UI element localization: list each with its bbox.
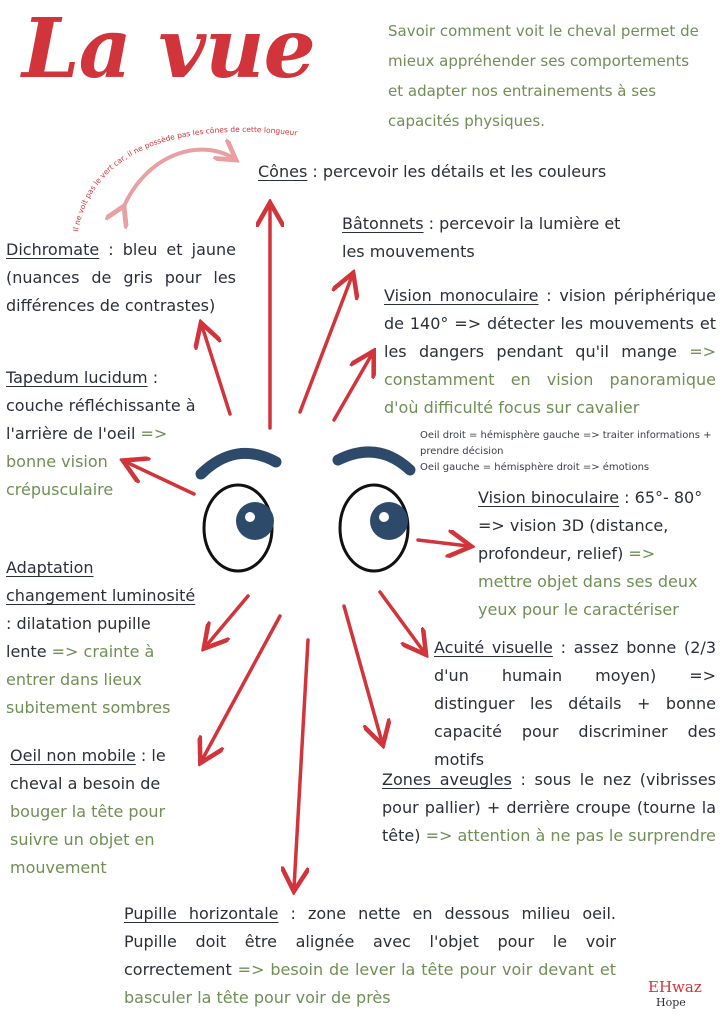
intro-text: Savoir comment voit le cheval permet de … [388,22,699,130]
batonnets-heading: Bâtonnets [342,214,424,233]
monoculaire-block: Vision monoculaire : vision périphérique… [384,282,716,422]
arrow-oeil [202,614,282,760]
dichromate-text: : bleu et jaune (nuances de gris pour le… [6,240,236,315]
tapedum-block: Tapedum lucidum : couche réfléchissante … [6,364,206,504]
pupille-block: Pupille horizontale : zone nette en dess… [124,900,616,1012]
ehwaz-hope-logo: EHwaz Hope [648,978,716,1018]
hemisphere-note-left-eye: Oeil gauche = hémisphère droit => émotio… [420,462,650,473]
binoculaire-heading: Vision binoculaire [478,488,620,507]
binoculaire-consequence: => mettre objet dans ses deux yeux pour … [478,544,698,619]
arrow-dichromate [202,326,232,416]
pink-double-arrow [124,150,236,206]
left-iris [236,502,274,540]
zones-heading: Zones aveugles [382,770,512,789]
adaptation-text: : dilatation pupille lente [6,614,151,661]
curved-note-text: Il ne voit pas le vert car, il ne possèd… [0,0,300,232]
pupille-text: : zone nette en dessous milieu oeil. Pup… [124,904,616,979]
hemisphere-notes: Oeil droit = hémisphère gauche => traite… [420,428,720,476]
tapedum-consequence: => bonne vision crépusculaire [6,424,168,499]
arrow-tapedum [126,462,196,496]
right-iris [370,502,408,540]
right-eye-highlight [379,512,389,522]
cones-block: Cônes : percevoir les détails et les cou… [258,158,638,186]
page-title: La vue [22,1,316,97]
arrow-batonnets [298,276,352,414]
zones-consequence: => attention à ne pas le surprendre [425,826,716,845]
arrow-adaptation [206,594,250,646]
dichromate-heading: Dichromate [6,240,100,259]
acuite-heading: Acuité visuelle [434,638,553,657]
acuite-text: : assez bonne (2/3 d'un humain moyen) =>… [434,638,717,769]
binoculaire-text: : 65°- 80° => vision 3D (distance, profo… [478,488,703,563]
batonnets-text: : percevoir la lumière et les mouvements [342,214,621,261]
pupille-consequence: => besoin de lever la tête pour voir dev… [124,960,617,1007]
curved-note: Il ne voit pas le vert car, il ne possèd… [0,0,300,232]
adaptation-consequence: => crainte à entrer dans lieux subitemen… [6,642,171,717]
arrow-zones [342,604,382,742]
cones-heading: Cônes [258,162,308,181]
arrow-monoculaire [332,354,372,422]
monoculaire-consequence: => constamment en vision panoramique d'o… [384,342,716,417]
zones-block: Zones aveugles : sous le nez (vibrisses … [382,766,716,850]
cones-text: : percevoir les détails et les couleurs [307,162,607,181]
acuite-block: Acuité visuelle : assez bonne (2/3 d'un … [434,634,716,774]
hemisphere-note-right-eye: Oeil droit = hémisphère gauche => traite… [420,430,712,457]
dichromate-block: Dichromate : bleu et jaune (nuances de g… [6,236,236,320]
logo-line2: Hope [656,996,686,1009]
zones-text: : sous le nez (vibrisses pour pallier) +… [382,770,716,845]
right-eyebrow [332,446,416,476]
left-eyebrow [195,447,282,480]
logo-line1: EHwaz [648,978,702,996]
arrow-acuite [378,590,424,652]
tapedum-text: : couche réfléchissante à l'arrière de l… [6,368,196,443]
arrow-pupille [294,638,310,888]
monoculaire-text: : vision périphérique de 140° => détecte… [384,286,716,361]
monoculaire-heading: Vision monoculaire [384,286,539,305]
left-eye-highlight [245,512,255,522]
adaptation-block: Adaptation changement luminosité : dilat… [6,554,196,722]
oeil-block: Oeil non mobile : le cheval a besoin de … [10,742,182,882]
oeil-consequence: bouger la tête pour suivre un objet en m… [10,802,166,877]
oeil-text: : le cheval a besoin de [10,746,166,793]
batonnets-block: Bâtonnets : percevoir la lumière et les … [342,210,642,266]
arrow-binoculaire [416,540,468,546]
adaptation-heading: Adaptation changement luminosité [6,558,196,605]
pupille-heading: Pupille horizontale [124,904,279,923]
binoculaire-block: Vision binoculaire : 65°- 80° => vision … [478,484,714,624]
oeil-heading: Oeil non mobile [10,746,136,765]
tapedum-heading: Tapedum lucidum [6,368,148,387]
